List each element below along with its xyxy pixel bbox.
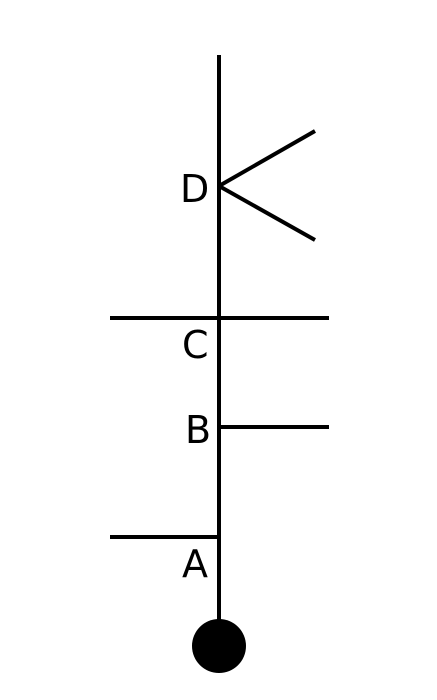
branch-d-upper [218,129,316,188]
label-d: D [180,167,209,211]
label-b: B [185,408,211,452]
label-a: A [182,542,208,586]
label-c: C [182,323,209,367]
branch-d-lower [218,184,316,242]
base-dot [192,619,246,673]
